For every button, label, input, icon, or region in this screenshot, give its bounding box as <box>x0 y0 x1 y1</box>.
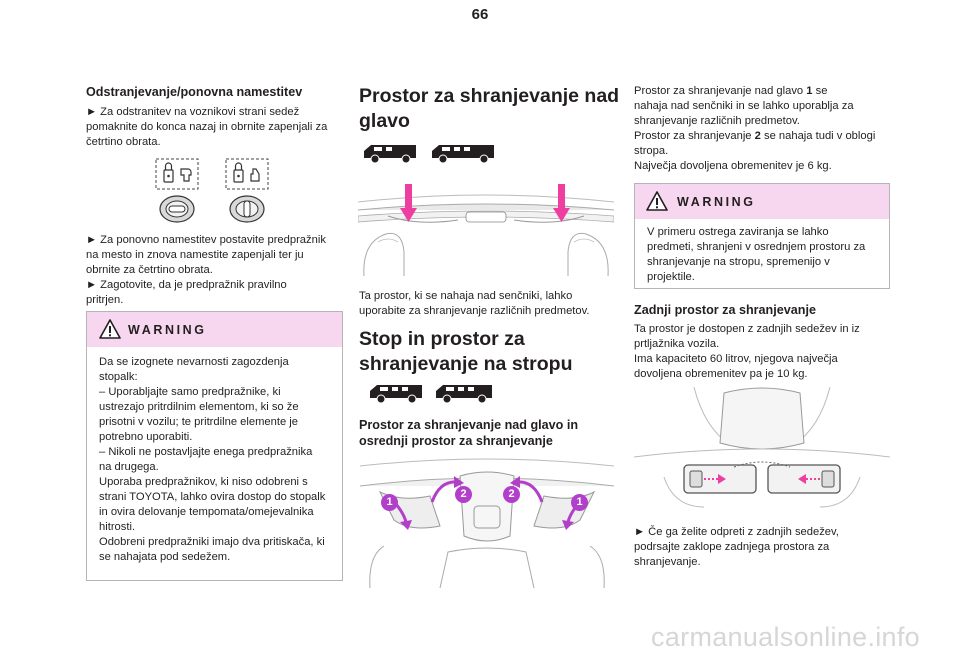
van-silhouette-icon <box>436 385 492 404</box>
rear-storage-heading: Zadnji prostor za shranjevanje <box>634 303 816 317</box>
warning-header: WARNING <box>87 312 342 347</box>
overhead-storage-caption: Ta prostor, ki se nahaja nad senčniki, l… <box>359 290 590 317</box>
desc-line-4: stropa. <box>634 145 669 157</box>
vehicle-variant-icons <box>362 140 502 164</box>
callout-marker: 1 <box>571 494 588 511</box>
arrow-down-icon <box>400 184 417 222</box>
rear-storage-open-instructions: ► Če ga želite odpreti z zadnjih sedežev… <box>634 526 839 568</box>
reinstall-paragraph: ► Za ponovno namestitev postavite predpr… <box>86 234 326 306</box>
watermark: carmanualsonline.info <box>651 622 920 652</box>
mat-clip-illustration <box>154 157 274 227</box>
removal-paragraph: ► Za odstranitev na voznikovi strani sed… <box>86 106 328 148</box>
overhead-storage-heading: Prostor za shranjevanje nad glavo <box>359 85 620 132</box>
rear-storage-illustration <box>634 387 890 509</box>
arrow-down-icon <box>553 184 570 222</box>
desc-line-0: Prostor za shranjevanje nad glavo 1 se <box>634 85 828 97</box>
warning-triangle-icon <box>99 319 121 339</box>
warning-box-mats: WARNING Da se izognete nevarnosti zagozd… <box>86 311 343 581</box>
desc-line-3: Prostor za shranjevanje 2 se nahaja tudi… <box>634 130 876 142</box>
van-silhouette-icon <box>370 385 422 404</box>
desc-line-1: nahaja nad senčniki in se lahko uporablj… <box>634 100 854 112</box>
overhead-storage-description: Prostor za shranjevanje nad glavo 1 se n… <box>634 84 896 174</box>
warning-title: WARNING <box>677 195 756 209</box>
callout-marker: 2 <box>503 486 520 503</box>
roof-storage-illustration <box>360 456 614 588</box>
desc-line-5: Največja dovoljena obremenitev je 6 kg. <box>634 160 832 172</box>
vehicle-variant-icons <box>368 380 498 404</box>
arrow-right-icon <box>704 474 726 484</box>
callout-marker: 1 <box>381 494 398 511</box>
removal-heading: Odstranjevanje/ponovna namestitev <box>86 85 303 99</box>
clip-lock-icon <box>163 162 174 183</box>
warning-text: V primeru ostrega zaviranja se lahko pre… <box>647 226 866 283</box>
roof-storage-subheading: Prostor za shranjevanje nad glavo in osr… <box>359 418 579 448</box>
van-silhouette-icon <box>364 145 416 164</box>
arrow-left-icon <box>798 474 820 484</box>
callout-marker: 2 <box>455 486 472 503</box>
warning-title: WARNING <box>128 323 207 337</box>
roof-storage-heading: Stop in prostor za shranjevanje na strop… <box>359 328 573 375</box>
warning-text: Da se izognete nevarnosti zagozdenja sto… <box>99 356 326 563</box>
clip-lock-icon <box>233 162 244 183</box>
warning-triangle-icon <box>646 191 668 211</box>
van-silhouette-icon <box>432 145 494 164</box>
overhead-storage-illustration <box>358 182 614 276</box>
page-number: 66 <box>471 6 489 23</box>
warning-box-roof-storage: WARNING V primeru ostrega zaviranja se l… <box>634 183 890 289</box>
rear-storage-paragraph: Ta prostor je dostopen z zadnjih sedežev… <box>634 323 860 380</box>
desc-line-2: shranjevanje različnih predmetov. <box>634 115 800 127</box>
warning-header: WARNING <box>635 184 889 219</box>
